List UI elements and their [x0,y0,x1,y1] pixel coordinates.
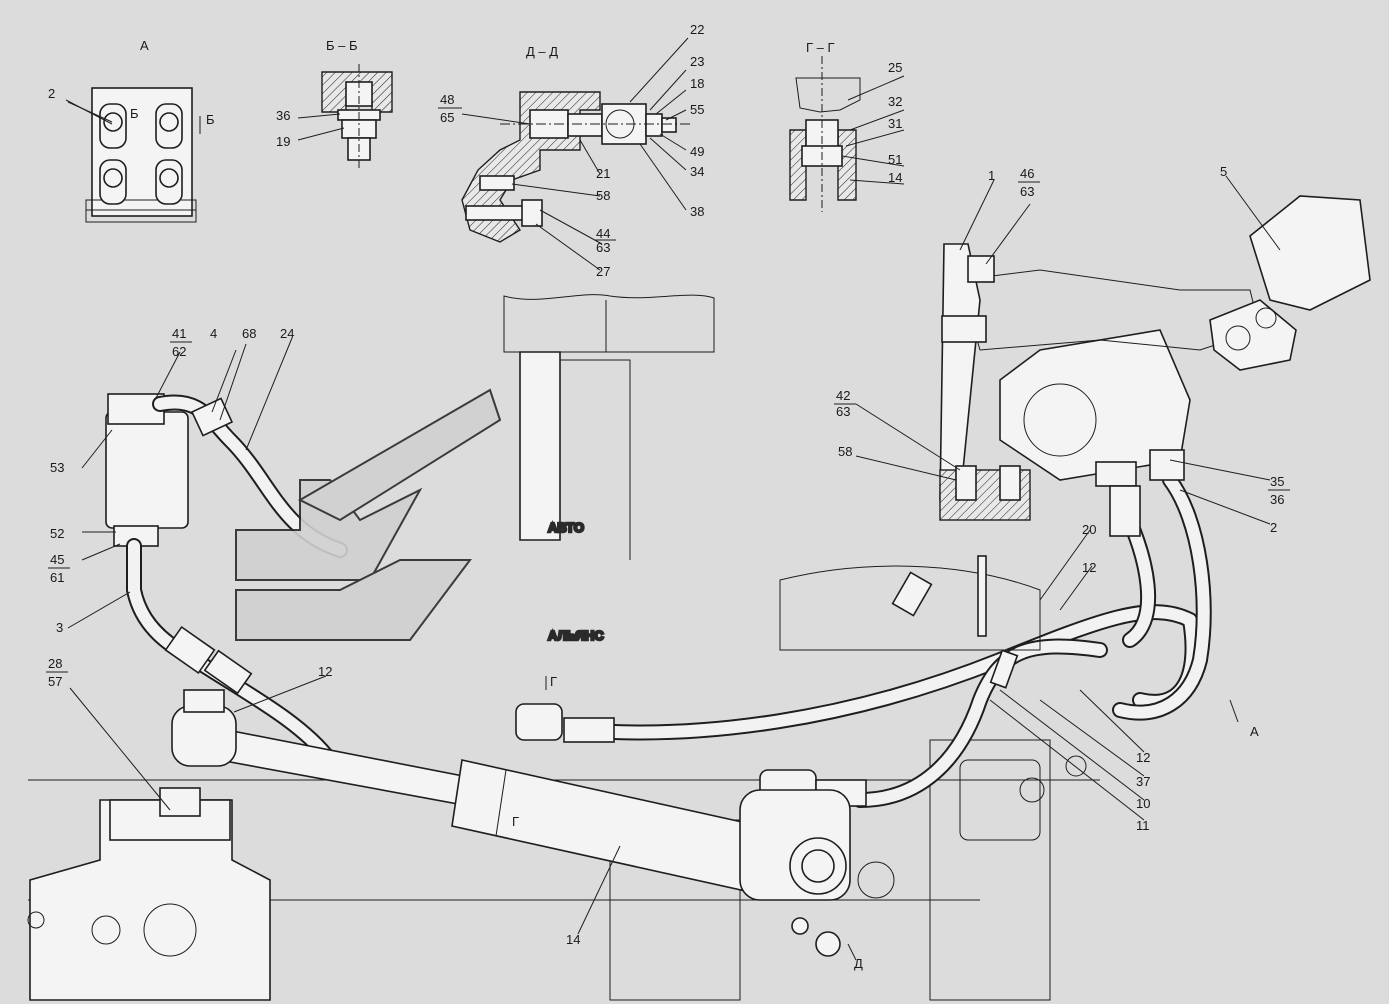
callout: 63 [836,404,850,419]
section-bb-drawing [297,64,393,168]
callout: 61 [50,570,64,585]
callout: 20 [1082,522,1096,537]
callout: 10 [1136,796,1150,811]
watermark-line2: АЛЬЯНС [548,628,604,643]
watermark-line1: АВТО [548,520,584,535]
leader-lines [65,99,1281,961]
callout: 34 [690,164,704,179]
view-labels: А Б – Б Д – Д Г – Г [140,38,835,59]
callout: А [1250,724,1259,739]
callout: 2 [48,86,55,101]
callout: 14 [566,932,580,947]
callout: 68 [242,326,256,341]
callout: 65 [440,110,454,125]
callout: 12 [1136,750,1150,765]
steering-gear-housing [29,799,271,1001]
callout: 5 [1220,164,1227,179]
callout: 28 [48,656,62,671]
callout: 63 [596,240,610,255]
callout: 22 [690,22,704,37]
callout: 63 [1020,184,1034,199]
callout: 58 [596,188,610,203]
view-a-bolts [99,103,183,205]
callout: 36 [1270,492,1284,507]
callout: 32 [888,94,902,109]
callout: 21 [596,166,610,181]
callout: 2 [1270,520,1277,535]
callout: 49 [690,144,704,159]
callout: 11 [1136,818,1150,833]
callout: 35 [1270,474,1284,489]
callout: 46 [1020,166,1034,181]
callout: 27 [596,264,610,279]
callout: Б [206,112,215,127]
callout: 19 [276,134,290,149]
callout: 58 [838,444,852,459]
callout: 23 [690,54,704,69]
callout: 48 [440,92,454,107]
callout: 31 [888,116,902,131]
watermark-logo [235,388,502,641]
callout-labels: 2 Б Б 36 19 22 23 18 55 48 65 21 49 34 5… [46,22,1290,971]
callout: Б [130,106,139,121]
section-gg-drawing [789,56,905,212]
callout: 42 [836,388,850,403]
section-gg-label: Г – Г [806,40,835,55]
oil-tank [105,411,189,529]
callout: 52 [50,526,64,541]
callout: 44 [596,226,610,241]
callout: 38 [690,204,704,219]
callout: 57 [48,674,62,689]
callout: 1 [988,168,995,183]
callout: Д [854,956,863,971]
callout: 37 [1136,774,1150,789]
callout: 24 [280,326,294,341]
tie-rod-end-left [171,705,237,767]
callout: Г [512,814,519,829]
callout: 3 [56,620,63,635]
callout: 18 [690,76,704,91]
callout: 4 [210,326,217,341]
view-a-label: А [140,38,149,53]
main-assembly [27,195,1371,1001]
steering-arm-nut [159,787,201,817]
callout: 41 [172,326,186,341]
section-dd-drawing [461,37,690,271]
callout: 36 [276,108,290,123]
callout: 53 [50,460,64,475]
callout: 25 [888,60,902,75]
power-steering-pump [999,329,1191,481]
callout: 12 [1082,560,1096,575]
view-a-drawing [67,87,201,223]
callout: 12 [318,664,332,679]
callout: 51 [888,152,902,167]
steering-column [1249,195,1371,311]
callout: 55 [690,102,704,117]
callout: 45 [50,552,64,567]
section-bb-label: Б – Б [326,38,358,53]
callout: 14 [888,170,902,185]
section-dd-label: Д – Д [526,44,558,59]
callout: Г [550,674,557,689]
callout: 62 [172,344,186,359]
